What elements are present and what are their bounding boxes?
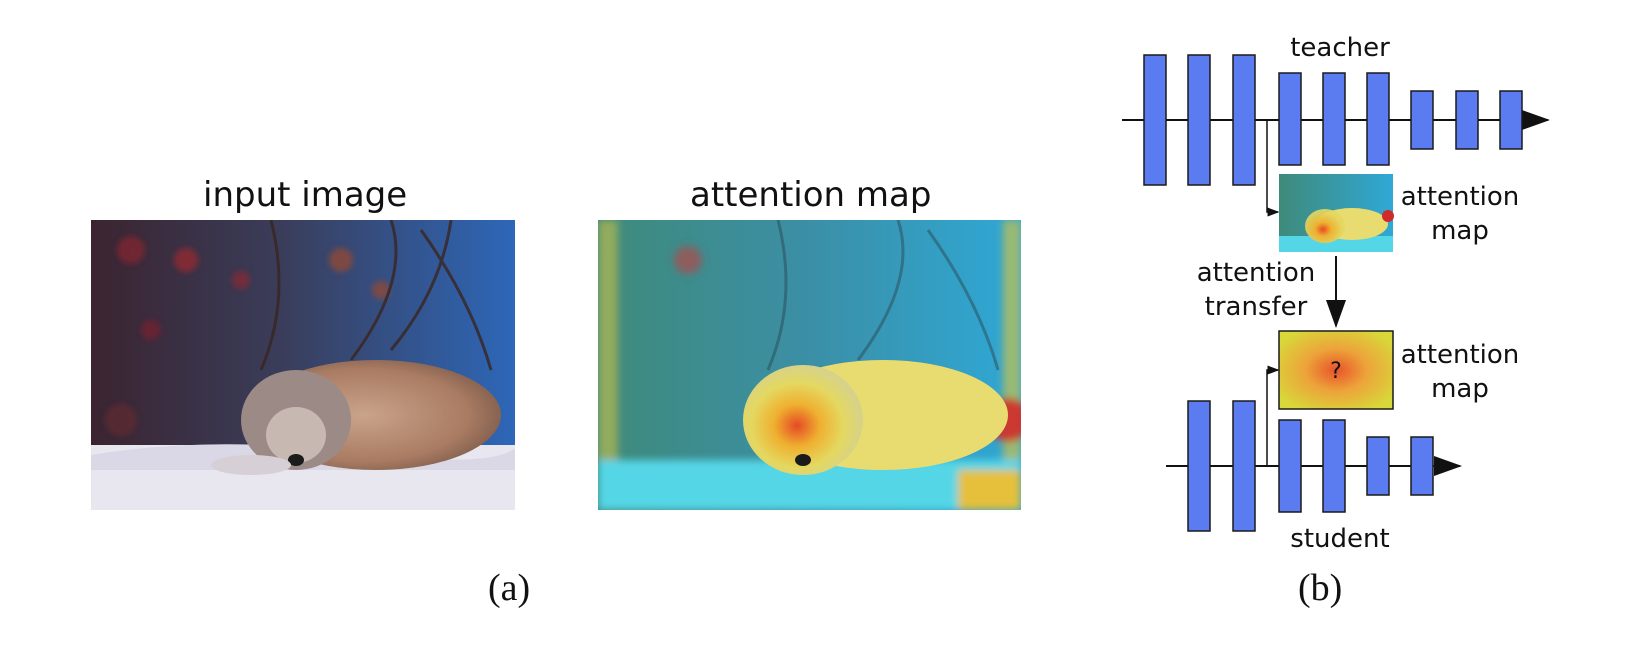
student-block-1 (1187, 400, 1211, 532)
student-map-label-2: map (1431, 374, 1489, 404)
teacher-block-6 (1366, 72, 1390, 166)
teacher-blocks (1143, 54, 1523, 186)
network-diagram: teacher attention map attention transfer… (1122, 33, 1550, 554)
transfer-label-1: attention (1197, 258, 1316, 288)
teacher-block-8 (1455, 90, 1479, 150)
input-image-title: input image (203, 175, 408, 215)
student-block-5 (1366, 436, 1390, 496)
student-blocks (1187, 400, 1434, 532)
caption-b: (b) (1298, 567, 1343, 609)
teacher-map-label-2: map (1431, 216, 1489, 246)
student-block-3 (1278, 419, 1302, 513)
teacher-map-label-1: attention (1401, 182, 1520, 212)
teacher-block-2 (1187, 54, 1211, 186)
teacher-block-9 (1499, 90, 1523, 150)
teacher-label: teacher (1290, 33, 1390, 63)
student-block-4 (1322, 419, 1346, 513)
wolf-photo (91, 220, 515, 510)
caption-a: (a) (488, 567, 531, 609)
teacher-attention-map-thumb (1279, 174, 1394, 252)
teacher-block-4 (1278, 72, 1302, 166)
teacher-block-3 (1232, 54, 1256, 186)
student-block-6 (1410, 436, 1434, 496)
student-map-symbol: ? (1330, 359, 1342, 384)
attention-map-title: attention map (690, 175, 932, 215)
student-map-label-1: attention (1401, 340, 1520, 370)
student-branch-arrow (1266, 365, 1280, 466)
wolf-attention-heatmap (598, 220, 1021, 510)
student-label: student (1290, 524, 1389, 554)
student-block-2 (1232, 400, 1256, 532)
transfer-label-2: transfer (1205, 292, 1308, 322)
student-attention-map (1278, 330, 1394, 410)
teacher-block-5 (1322, 72, 1346, 166)
teacher-block-7 (1410, 90, 1434, 150)
teacher-block-1 (1143, 54, 1167, 186)
teacher-branch-arrow (1266, 120, 1280, 217)
